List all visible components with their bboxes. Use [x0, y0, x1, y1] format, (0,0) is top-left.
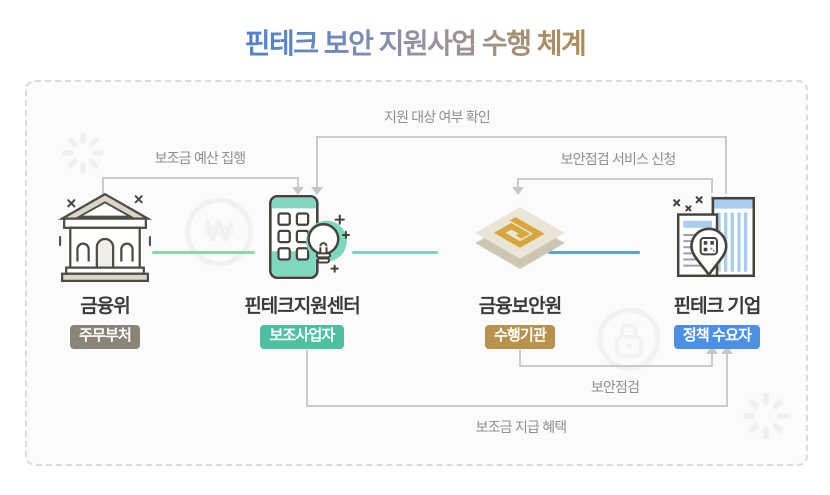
- arrow-line: [102, 177, 104, 194]
- arrow-line: [306, 405, 728, 407]
- flow-label-eligibility-check: 지원 대상 여부 확인: [384, 109, 491, 125]
- arrow-line: [726, 354, 728, 407]
- arrow-line: [306, 350, 308, 407]
- entity-role-badge: 정책 수요자: [673, 325, 761, 349]
- arrowhead-down-icon: [292, 187, 304, 195]
- entity-financial-security-institute: 금융보안원 수행기관: [440, 188, 600, 349]
- arrow-line: [519, 350, 521, 367]
- isometric-maze-icon: [475, 207, 565, 269]
- arrow-line: [297, 177, 299, 188]
- flow-label-service-request: 보안점검 서비스 신청: [560, 151, 677, 167]
- flow-label-subsidy-benefit: 보조금 지급 혜택: [475, 419, 568, 435]
- arrow-line: [711, 354, 713, 367]
- arrow-line: [725, 136, 727, 194]
- entity-fintech-support-center: 핀테크지원센터 보조사업자: [222, 188, 382, 349]
- entity-name: 핀테크지원센터: [244, 296, 360, 317]
- bank-icon: [57, 192, 153, 283]
- entity-name: 금융보안원: [478, 296, 562, 317]
- arrowhead-down-icon: [512, 187, 524, 195]
- arrow-line: [316, 136, 727, 138]
- entity-name: 핀테크 기업: [673, 296, 762, 317]
- flow-label-budget-execution: 보조금 예산 집행: [154, 150, 247, 166]
- arrow-line: [517, 178, 519, 187]
- arrow-line: [517, 178, 713, 180]
- arrowhead-up-icon: [721, 346, 733, 354]
- entity-role-badge: 보조사업자: [260, 325, 344, 349]
- connector-green: [152, 251, 255, 254]
- buildings-location-pin-icon: [673, 196, 755, 278]
- entity-role-badge: 주무부처: [69, 325, 140, 349]
- entity-role-badge: 수행기관: [484, 325, 555, 349]
- entity-name: 금융위: [80, 296, 130, 317]
- page-title: 핀테크 보안 지원사업 수행 체계: [0, 22, 830, 62]
- arrowhead-down-icon: [311, 187, 323, 195]
- entity-fintech-company: 핀테크 기업 정책 수요자: [637, 188, 797, 349]
- arrow-line: [102, 177, 299, 179]
- building-lightbulb-icon: [269, 194, 350, 280]
- flow-label-security-check: 보안점검: [590, 379, 640, 395]
- arrowhead-up-icon: [706, 346, 718, 354]
- arrow-line: [519, 365, 713, 367]
- connector-blue: [548, 251, 640, 254]
- entity-financial-services-commission: 금융위 주무부처: [25, 188, 185, 349]
- arrow-line: [711, 178, 713, 193]
- connector-teal: [352, 251, 438, 254]
- arrow-line: [316, 136, 318, 187]
